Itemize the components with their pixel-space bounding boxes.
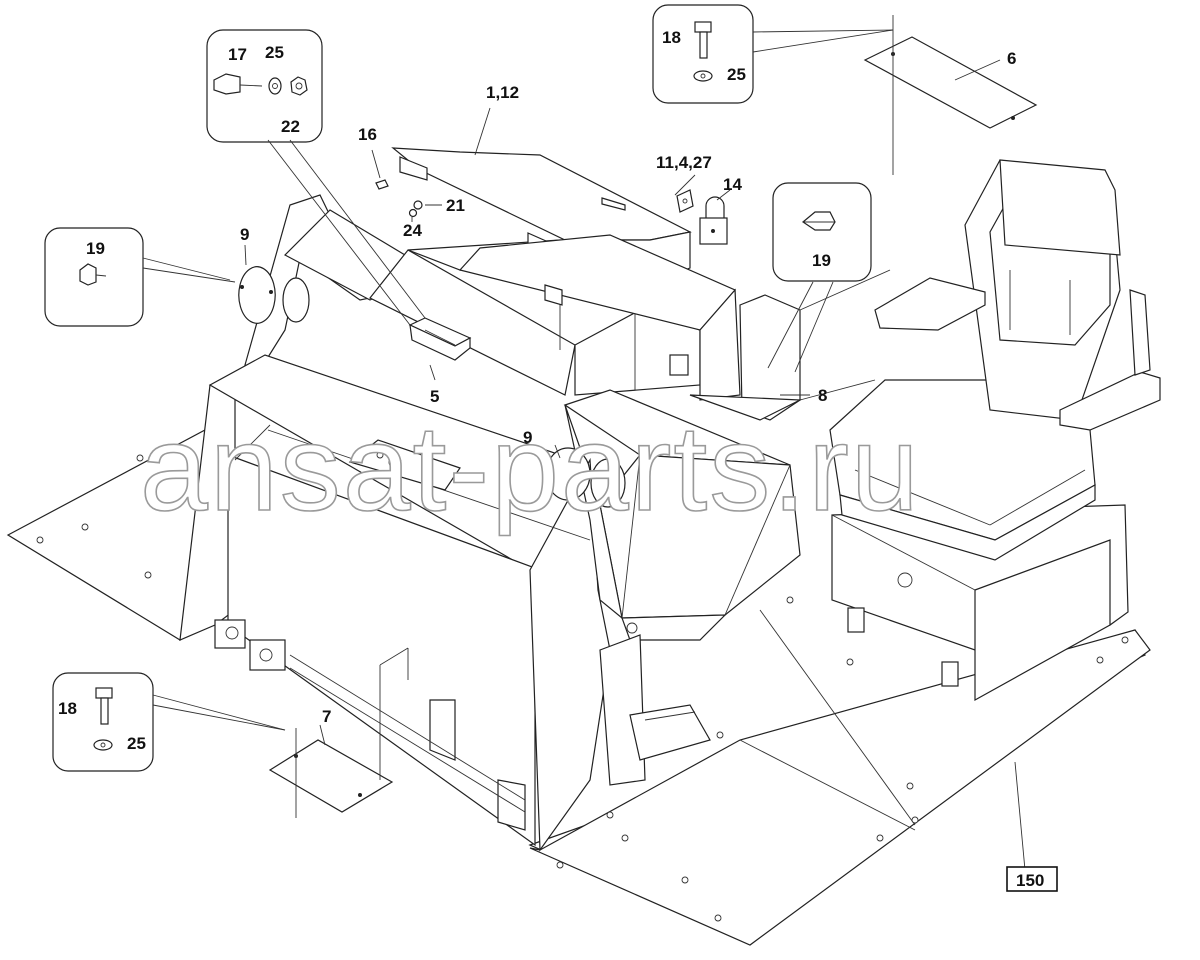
padlock — [699, 196, 728, 245]
floor-plate-left — [6, 429, 236, 641]
detail-bubble-17-25-22 — [206, 29, 323, 143]
callout-9-upper: 9 — [240, 225, 249, 244]
cover-plate-7 — [268, 647, 409, 818]
bubble-callout-25-bottom: 25 — [127, 734, 146, 753]
bubble-callout-25: 25 — [265, 43, 284, 62]
round-cover-9-upper — [238, 266, 310, 324]
lock-bracket — [676, 189, 694, 213]
operator-seat — [829, 159, 1161, 702]
detail-bubble-19-left — [44, 227, 144, 327]
cover-plate-6 — [863, 15, 1038, 175]
leader-lines — [142, 29, 1026, 871]
callout-9-lower: 9 — [523, 428, 532, 447]
screw-16 — [375, 179, 389, 190]
bubble-callout-19-left: 19 — [86, 239, 105, 258]
callout-1-12: 1,12 — [486, 83, 519, 102]
callout-14: 14 — [723, 175, 742, 194]
callout-labels: 1,12 5 6 7 8 9 9 11,4,27 14 16 21 24 17 … — [58, 28, 1016, 753]
reference-box-150: 150 — [1006, 866, 1058, 892]
detail-bubble-18-25-top — [652, 4, 754, 104]
bubble-callout-22: 22 — [281, 117, 300, 136]
console-top-insert — [348, 439, 461, 491]
round-cover-9-lower — [545, 447, 626, 508]
washer-21 — [413, 200, 423, 210]
bubble-callout-18-bottom: 18 — [58, 699, 77, 718]
callout-5: 5 — [430, 387, 439, 406]
rear-panel-right — [689, 269, 891, 421]
right-storage-box — [458, 234, 741, 401]
bubble-callout-17: 17 — [228, 45, 247, 64]
callout-16: 16 — [358, 125, 377, 144]
callout-21: 21 — [446, 196, 465, 215]
callout-11-4-27: 11,4,27 — [656, 153, 712, 172]
callout-8: 8 — [818, 386, 827, 405]
center-console — [563, 389, 801, 786]
floor-plate-main — [528, 596, 1151, 946]
callout-150: 150 — [1016, 871, 1044, 890]
watermark: ansat-parts.ru — [140, 400, 921, 536]
bubble-callout-19-right: 19 — [812, 251, 831, 270]
hinge — [544, 284, 563, 306]
detail-bubble-18-25-bottom — [52, 672, 154, 772]
nut-24 — [408, 208, 418, 218]
callout-24: 24 — [403, 221, 422, 240]
bubble-callout-25-top: 25 — [727, 65, 746, 84]
callout-6: 6 — [1007, 49, 1016, 68]
callout-7: 7 — [322, 707, 331, 726]
bubble-callout-18-top: 18 — [662, 28, 681, 47]
detail-bubble-19-right — [772, 182, 872, 282]
